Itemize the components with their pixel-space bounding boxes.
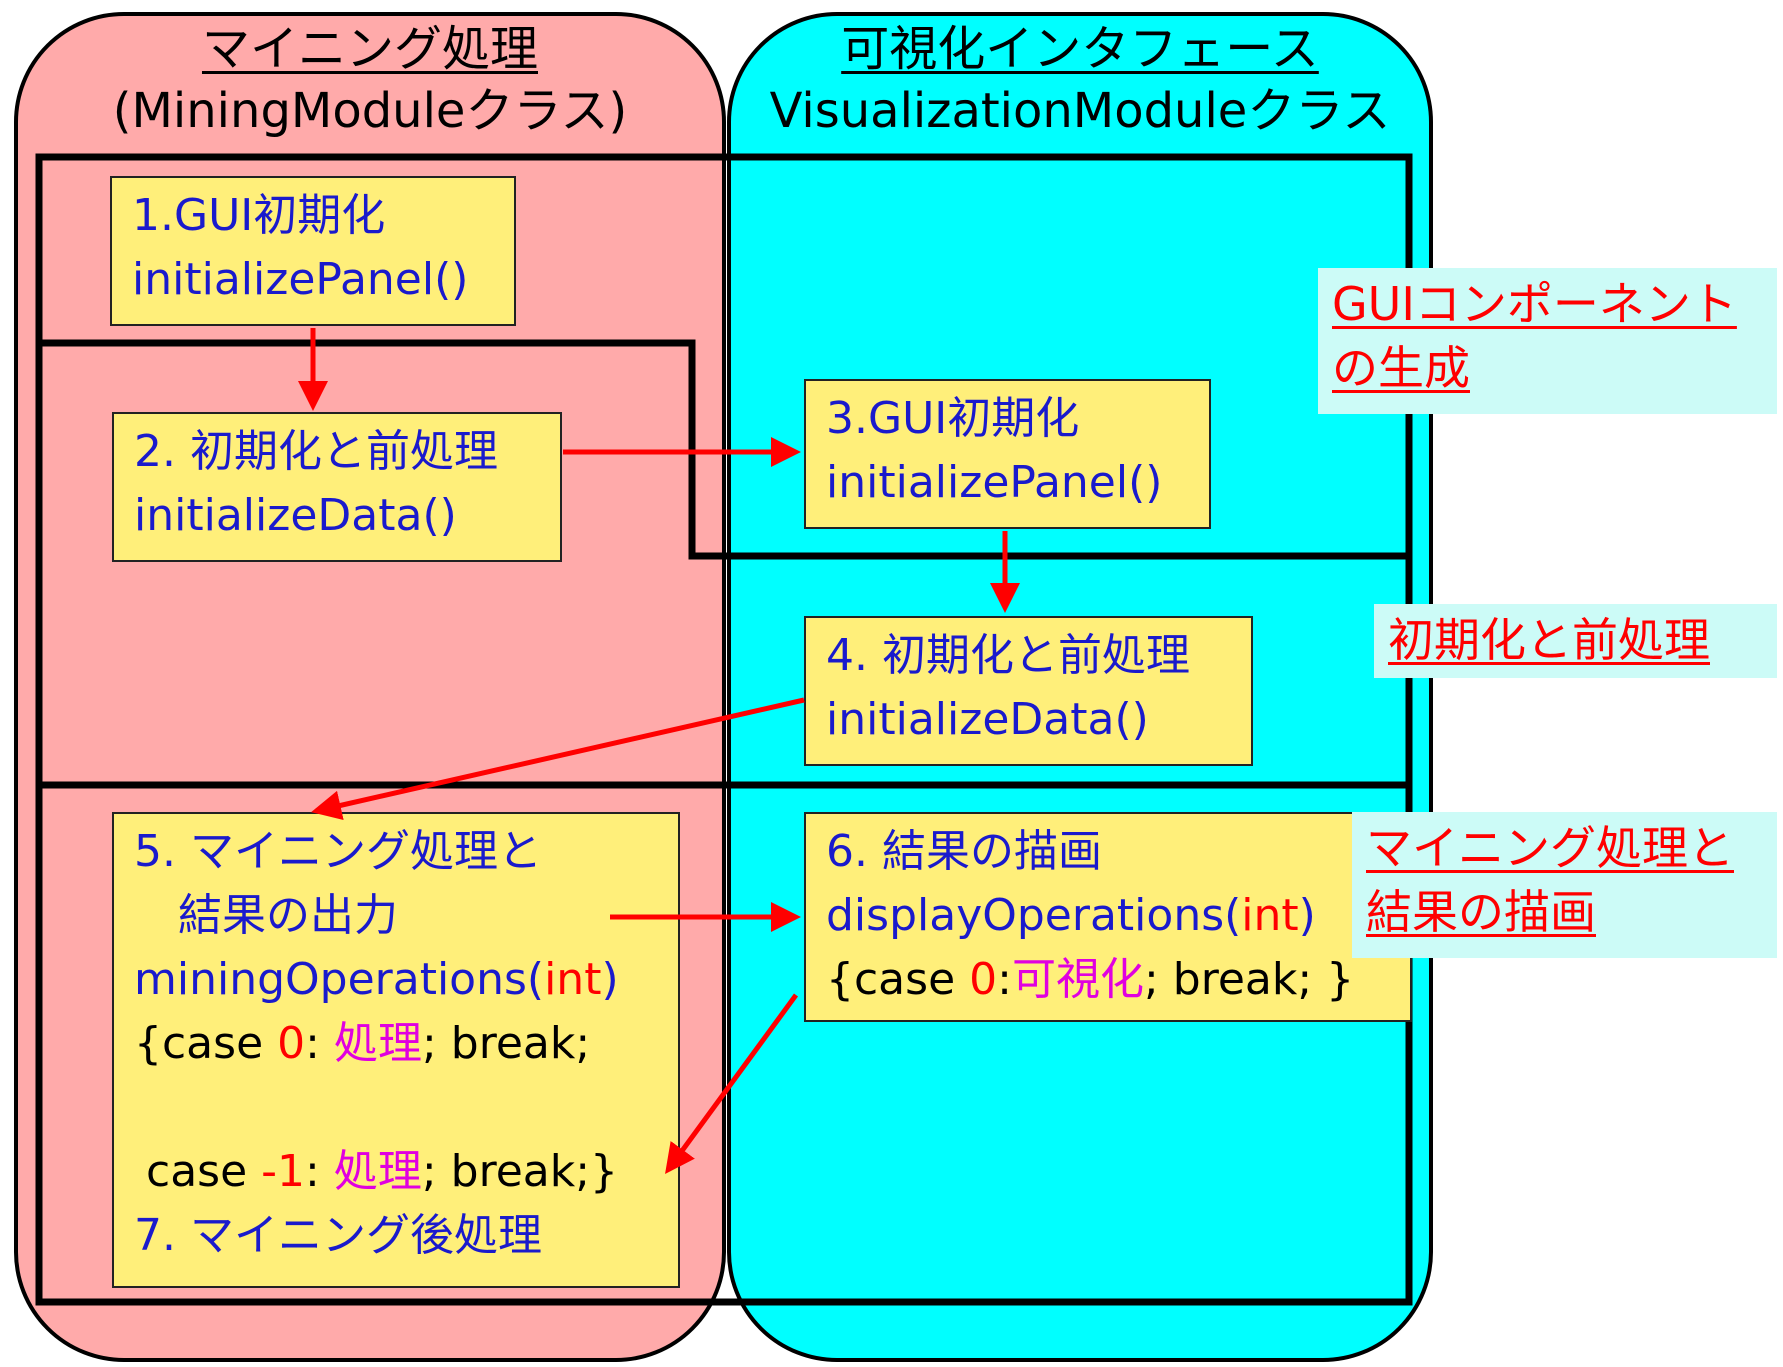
step5-case0-colon: : xyxy=(305,1018,334,1069)
step5-case1-end: ; break;} xyxy=(421,1146,619,1197)
outer-frame xyxy=(35,153,1413,1306)
step5-method-name: miningOperations( xyxy=(134,954,545,1005)
step6-case-num: 0 xyxy=(969,954,998,1005)
step3-method: initializePanel() xyxy=(826,457,1163,508)
step5-case0-open: {case xyxy=(134,1018,278,1069)
step5-case0: {case 0: 処理; break; xyxy=(134,1012,678,1076)
step6-case-open: {case xyxy=(826,954,970,1005)
visualization-lane-subtitle: VisualizationModuleクラス xyxy=(769,83,1391,139)
note-mining-draw: マイニング処理と 結果の描画 xyxy=(1352,812,1777,958)
step5-case0-proc: 処理 xyxy=(333,1018,422,1069)
step6-method-end: ) xyxy=(1298,890,1316,941)
step4-box: 4. 初期化と前処理 initializeData() xyxy=(804,616,1253,766)
step5-box: 5. マイニング処理と 結果の出力 miningOperations(int) … xyxy=(112,812,680,1288)
note-mining-draw-line1: マイニング処理と xyxy=(1366,821,1734,875)
arrow-4-to-5 xyxy=(311,697,805,821)
step3-title: 3.GUI初期化 xyxy=(826,393,1080,444)
step5-case1-open: case xyxy=(146,1146,262,1197)
step4-method: initializeData() xyxy=(826,694,1149,745)
step3-box: 3.GUI初期化 initializePanel() xyxy=(804,379,1211,529)
step1-title: 1.GUI初期化 xyxy=(132,190,386,241)
step5-subtitle: 結果の出力 xyxy=(178,890,398,941)
step6-case-proc: 可視化 xyxy=(1011,954,1144,1005)
step1-box: 1.GUI初期化 initializePanel() xyxy=(110,176,516,326)
arrow-6-to-5 xyxy=(665,993,799,1175)
step5-method: miningOperations(int) xyxy=(134,948,678,1012)
note-gui-component: GUIコンポーネント の生成 xyxy=(1318,268,1777,414)
step4-title: 4. 初期化と前処理 xyxy=(826,630,1190,681)
step5-case1: case -1: 処理; break;} xyxy=(134,1140,678,1204)
note-gui-component-line2: の生成 xyxy=(1332,341,1470,395)
step5-case0-end: ; break; xyxy=(421,1018,591,1069)
step6-title: 6. 結果の描画 xyxy=(826,826,1102,877)
step1-method: initializePanel() xyxy=(132,254,469,305)
step6-method: displayOperations(int) xyxy=(826,884,1410,948)
step2-title: 2. 初期化と前処理 xyxy=(134,426,498,477)
step2-method: initializeData() xyxy=(134,490,457,541)
step2-box: 2. 初期化と前処理 initializeData() xyxy=(112,412,562,562)
step5-method-end: ) xyxy=(601,954,619,1005)
step7-title: 7. マイニング後処理 xyxy=(134,1210,542,1261)
note-gui-component-line1: GUIコンポーネント xyxy=(1332,277,1737,331)
step5-title: 5. マイニング処理と xyxy=(134,826,542,877)
note-init: 初期化と前処理 xyxy=(1374,604,1777,678)
step5-case1-num: -1 xyxy=(261,1146,306,1197)
step5-method-arg: int xyxy=(544,954,602,1005)
step6-case-end: ; break; } xyxy=(1143,954,1355,1005)
step5-case0-num: 0 xyxy=(277,1018,306,1069)
mining-lane-subtitle: (MiningModuleクラス) xyxy=(112,83,628,139)
note-mining-draw-line2: 結果の描画 xyxy=(1366,885,1596,939)
step6-method-arg: int xyxy=(1241,890,1299,941)
step6-method-name: displayOperations( xyxy=(826,890,1242,941)
step5-case1-proc: 処理 xyxy=(333,1146,422,1197)
note-init-line1: 初期化と前処理 xyxy=(1388,613,1710,667)
mining-lane-title: マイニング処理 (MiningModuleクラス) xyxy=(14,18,726,142)
mining-lane-title-text: マイニング処理 xyxy=(201,21,538,77)
visualization-lane-title-text: 可視化インタフェース xyxy=(841,21,1319,77)
visualization-lane-title: 可視化インタフェース VisualizationModuleクラス xyxy=(727,18,1433,142)
step5-case1-colon: : xyxy=(305,1146,334,1197)
step6-case0: {case 0:可視化; break; } xyxy=(826,948,1410,1012)
step6-box: 6. 結果の描画 displayOperations(int) {case 0:… xyxy=(804,812,1412,1022)
step6-case-colon: : xyxy=(997,954,1012,1005)
